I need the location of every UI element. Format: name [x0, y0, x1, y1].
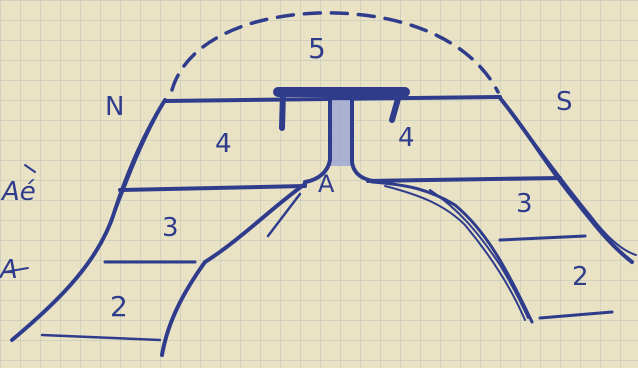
label-ae: Aé [0, 177, 36, 207]
label-a-left: A [0, 255, 18, 285]
t-cap-left-hook [282, 92, 283, 128]
zone-4-right-label: 4 [398, 123, 415, 153]
zone-3-right-label: 3 [516, 189, 533, 219]
label-n: N [105, 92, 124, 122]
zone-2-right-label: 2 [572, 262, 589, 292]
label-a: A [318, 170, 335, 198]
zone-4-left-label: 4 [215, 129, 232, 159]
zone-3-left-label: 3 [162, 213, 179, 243]
zone-2-left-label: 2 [110, 290, 128, 323]
zone-5-label: 5 [308, 32, 326, 65]
t-stem-shading [330, 100, 352, 166]
label-s: S [556, 87, 573, 117]
